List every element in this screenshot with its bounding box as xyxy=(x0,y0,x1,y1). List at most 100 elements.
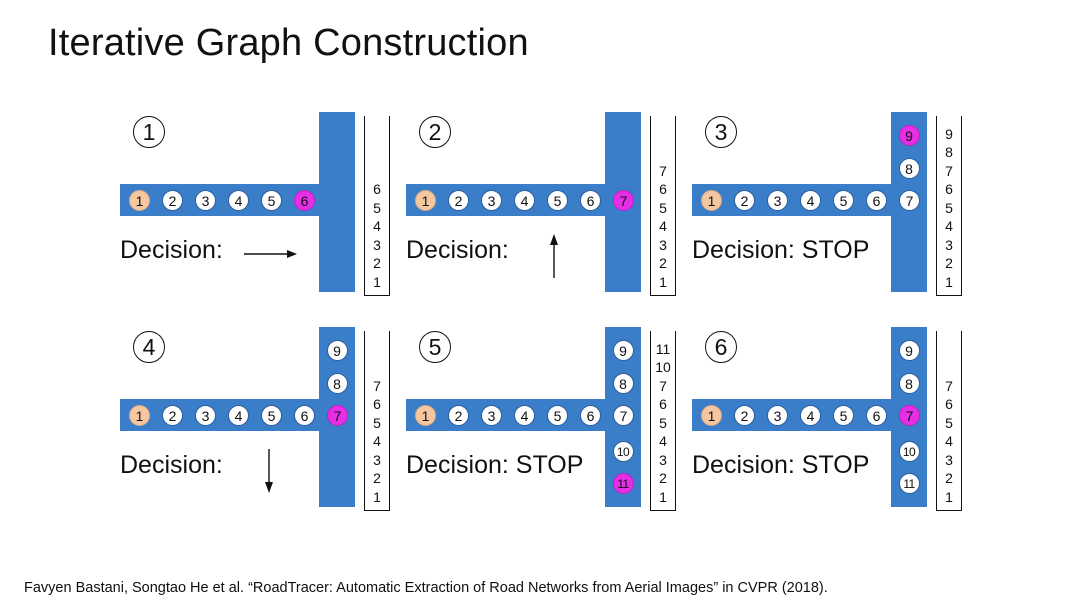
graph-node: 2 xyxy=(162,404,183,426)
graph-node: 1 xyxy=(701,189,722,211)
stack-item: 5 xyxy=(373,414,381,431)
graph-node: 10 xyxy=(612,440,634,462)
stack-item: 6 xyxy=(659,181,667,197)
graph-node: 1 xyxy=(701,404,722,426)
arrow-down-icon xyxy=(265,449,273,493)
stack-item: 1 xyxy=(945,488,953,505)
stack-item: 4 xyxy=(659,218,667,234)
page-title: Iterative Graph Construction xyxy=(48,22,529,64)
stack-item: 6 xyxy=(659,396,667,412)
graph-node: 8 xyxy=(326,372,348,394)
graph-node: 2 xyxy=(734,404,755,426)
graph-node: 7 xyxy=(327,404,348,426)
graph-node: 3 xyxy=(481,189,502,211)
stack-item: 10 xyxy=(655,359,671,375)
graph-node: 11 xyxy=(612,472,634,494)
graph-node: 6 xyxy=(294,404,315,426)
graph-node: 3 xyxy=(481,404,502,426)
graph-node: 2 xyxy=(734,189,755,211)
stack-item: 7 xyxy=(945,377,953,394)
graph-node: 8 xyxy=(612,372,634,394)
graph-node: 6 xyxy=(294,189,315,211)
graph-node: 7 xyxy=(613,189,634,211)
graph-node: 9 xyxy=(898,124,920,146)
decision-label: Decision: xyxy=(120,451,223,479)
stack-item: 2 xyxy=(945,255,953,271)
graph-node: 3 xyxy=(195,404,216,426)
stack-item: 3 xyxy=(659,236,667,253)
decision-label: Decision: xyxy=(406,236,509,264)
stack-item: 2 xyxy=(945,470,953,486)
stack-item: 2 xyxy=(659,470,667,486)
graph-node: 6 xyxy=(580,189,601,211)
arrow-up-icon xyxy=(550,234,558,278)
stack-item: 2 xyxy=(659,255,667,271)
decision-label: Decision: STOP xyxy=(406,451,584,479)
stack-item: 1 xyxy=(945,273,953,290)
stack-item: 3 xyxy=(373,451,381,468)
stack-item: 1 xyxy=(373,488,381,505)
arrow-right-icon xyxy=(244,250,297,258)
graph-node: 7 xyxy=(613,404,634,426)
stack-item: 5 xyxy=(659,414,667,431)
citation: Favyen Bastani, Songtao He et al. “RoadT… xyxy=(24,580,828,596)
graph-node: 3 xyxy=(767,189,788,211)
stack-item: 8 xyxy=(945,144,953,160)
stack-item: 3 xyxy=(659,451,667,468)
graph-node: 7 xyxy=(899,404,920,426)
stack-item: 5 xyxy=(373,199,381,216)
stack-item: 7 xyxy=(659,377,667,394)
stack-item: 4 xyxy=(373,218,381,234)
graph-node: 3 xyxy=(195,189,216,211)
graph-node: 11 xyxy=(898,472,920,494)
stack-item: 6 xyxy=(373,396,381,412)
graph-node: 9 xyxy=(326,339,348,361)
stack-item: 6 xyxy=(945,181,953,197)
step-number-badge: 4 xyxy=(133,331,165,363)
stack-item: 1 xyxy=(659,273,667,290)
stack-item: 6 xyxy=(945,396,953,412)
graph-node: 4 xyxy=(514,189,535,211)
graph-node: 5 xyxy=(261,404,282,426)
graph-node: 1 xyxy=(415,189,436,211)
stack-item: 2 xyxy=(373,470,381,486)
graph-node: 5 xyxy=(547,404,568,426)
step-number-badge: 1 xyxy=(133,116,165,148)
stack-item: 1 xyxy=(373,273,381,290)
graph-node: 4 xyxy=(228,189,249,211)
graph-node: 6 xyxy=(580,404,601,426)
stack-item: 3 xyxy=(373,236,381,253)
stack-item: 11 xyxy=(655,340,671,357)
graph-node: 10 xyxy=(898,440,920,462)
graph-node: 2 xyxy=(448,404,469,426)
step-number-badge: 6 xyxy=(705,331,737,363)
stack-item: 4 xyxy=(659,433,667,449)
stack-item: 7 xyxy=(373,377,381,394)
vertical-road xyxy=(319,112,355,292)
stack-item: 7 xyxy=(945,162,953,179)
graph-node: 9 xyxy=(612,339,634,361)
stack-item: 6 xyxy=(373,181,381,197)
graph-node: 4 xyxy=(514,404,535,426)
graph-node: 2 xyxy=(448,189,469,211)
step-number-badge: 2 xyxy=(419,116,451,148)
decision-label: Decision: xyxy=(120,236,223,264)
graph-node: 5 xyxy=(833,189,854,211)
stack-item: 5 xyxy=(659,199,667,216)
graph-node: 4 xyxy=(228,404,249,426)
